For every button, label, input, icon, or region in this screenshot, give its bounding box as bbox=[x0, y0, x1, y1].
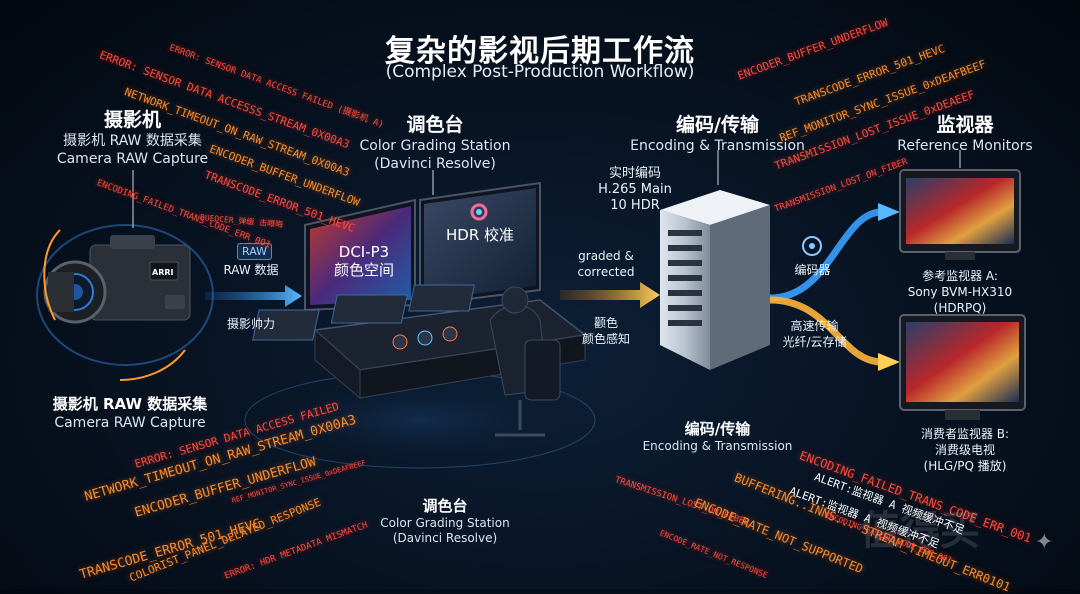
graded-line1: graded & bbox=[566, 248, 646, 264]
encoding-sub: Encoding & Transmission bbox=[630, 137, 805, 155]
encoder-label: 编码器 bbox=[785, 262, 840, 278]
camera-sub-cn: 摄影机 RAW 数据采集 bbox=[50, 132, 215, 150]
grading-bottom-sub2: (Davinci Resolve) bbox=[345, 531, 545, 546]
monitor-a-line2: Sony BVM-HX310 (HDRPQ) bbox=[880, 284, 1040, 316]
arrow-desk-to-encoder bbox=[560, 282, 660, 308]
gear-icon bbox=[803, 237, 821, 255]
transfer-line2: 光纤/云存储 bbox=[772, 334, 857, 350]
graded-line2: corrected bbox=[566, 264, 646, 280]
transfer-label: 高速传输 光纤/云存储 bbox=[772, 318, 857, 350]
monitor-b-label: 消费者监视器 B: 消费级电视 (HLG/PQ 播放) bbox=[890, 426, 1040, 474]
color-line1: 颧色 bbox=[570, 315, 642, 331]
grading-bottom-label: 调色台 Color Grading Station (Davinci Resol… bbox=[345, 495, 545, 546]
screen-left-text: DCI-P3 颜色空间 bbox=[318, 243, 410, 279]
monitor-b-line1: 消费者监视器 B: bbox=[890, 426, 1040, 442]
consumer-monitor-b bbox=[900, 315, 1025, 420]
encoding-bottom-sub: Encoding & Transmission bbox=[630, 439, 805, 454]
raw-data-label: RAW 数据 bbox=[220, 262, 282, 278]
arri-logo: ARRI bbox=[152, 268, 174, 277]
watermark: 值得买 bbox=[860, 498, 980, 556]
grading-bottom-sub1: Color Grading Station bbox=[345, 516, 545, 531]
grading-sub2: (Davinci Resolve) bbox=[355, 155, 515, 173]
screen-left-line1: DCI-P3 bbox=[318, 243, 410, 261]
camera-bottom-heading: 摄影机 RAW 数据采集 bbox=[30, 393, 230, 414]
reference-monitor-a bbox=[900, 170, 1020, 260]
arrow-encoder-to-monitor-a bbox=[770, 212, 880, 298]
color-line2: 颜色感知 bbox=[570, 331, 642, 347]
realtime-encode-label: 实时编码 H.265 Main 10 HDR bbox=[590, 166, 680, 214]
camera-sub-en: Camera RAW Capture bbox=[50, 150, 215, 168]
monitor-a-line1: 参考监视器 A: bbox=[880, 268, 1040, 284]
monitor-sub: Reference Monitors bbox=[885, 137, 1045, 155]
arrow-head-monitor-b bbox=[878, 353, 900, 371]
arrow-head-monitor-a bbox=[878, 203, 900, 221]
color-perception-label: 颧色 颜色感知 bbox=[570, 315, 642, 347]
sparkle-icon: ✦ bbox=[1035, 530, 1053, 555]
encoder-server-rack bbox=[660, 190, 770, 370]
arrow-camera-to-desk bbox=[205, 285, 302, 307]
grading-bottom-heading: 调色台 bbox=[345, 495, 545, 516]
transfer-line1: 高速传输 bbox=[772, 318, 857, 334]
monitor-b-line2: 消费级电视 bbox=[890, 442, 1040, 458]
monitor-a-label: 参考监视器 A: Sony BVM-HX310 (HDRPQ) bbox=[880, 268, 1040, 316]
realtime-line1: 实时编码 bbox=[590, 166, 680, 182]
camera-illustration bbox=[37, 225, 213, 365]
screen-left-line2: 颜色空间 bbox=[318, 261, 410, 279]
screen-right-text: HDR 校准 bbox=[430, 224, 530, 245]
monitor-b-line3: (HLG/PQ 播放) bbox=[890, 458, 1040, 474]
graded-label: graded & corrected bbox=[566, 248, 646, 280]
camera-bottom-sub: Camera RAW Capture bbox=[30, 414, 230, 432]
realtime-line2: H.265 Main bbox=[590, 182, 680, 198]
realtime-line3: 10 HDR bbox=[590, 198, 680, 214]
camera-bottom-label: 摄影机 RAW 数据采集 Camera RAW Capture bbox=[30, 393, 230, 432]
grading-sub1: Color Grading Station bbox=[355, 137, 515, 155]
encoding-bottom-heading: 编码/传输 bbox=[630, 418, 805, 439]
encoding-bottom-label: 编码/传输 Encoding & Transmission bbox=[630, 418, 805, 454]
operator-label: 摄影帅力 bbox=[218, 316, 284, 332]
